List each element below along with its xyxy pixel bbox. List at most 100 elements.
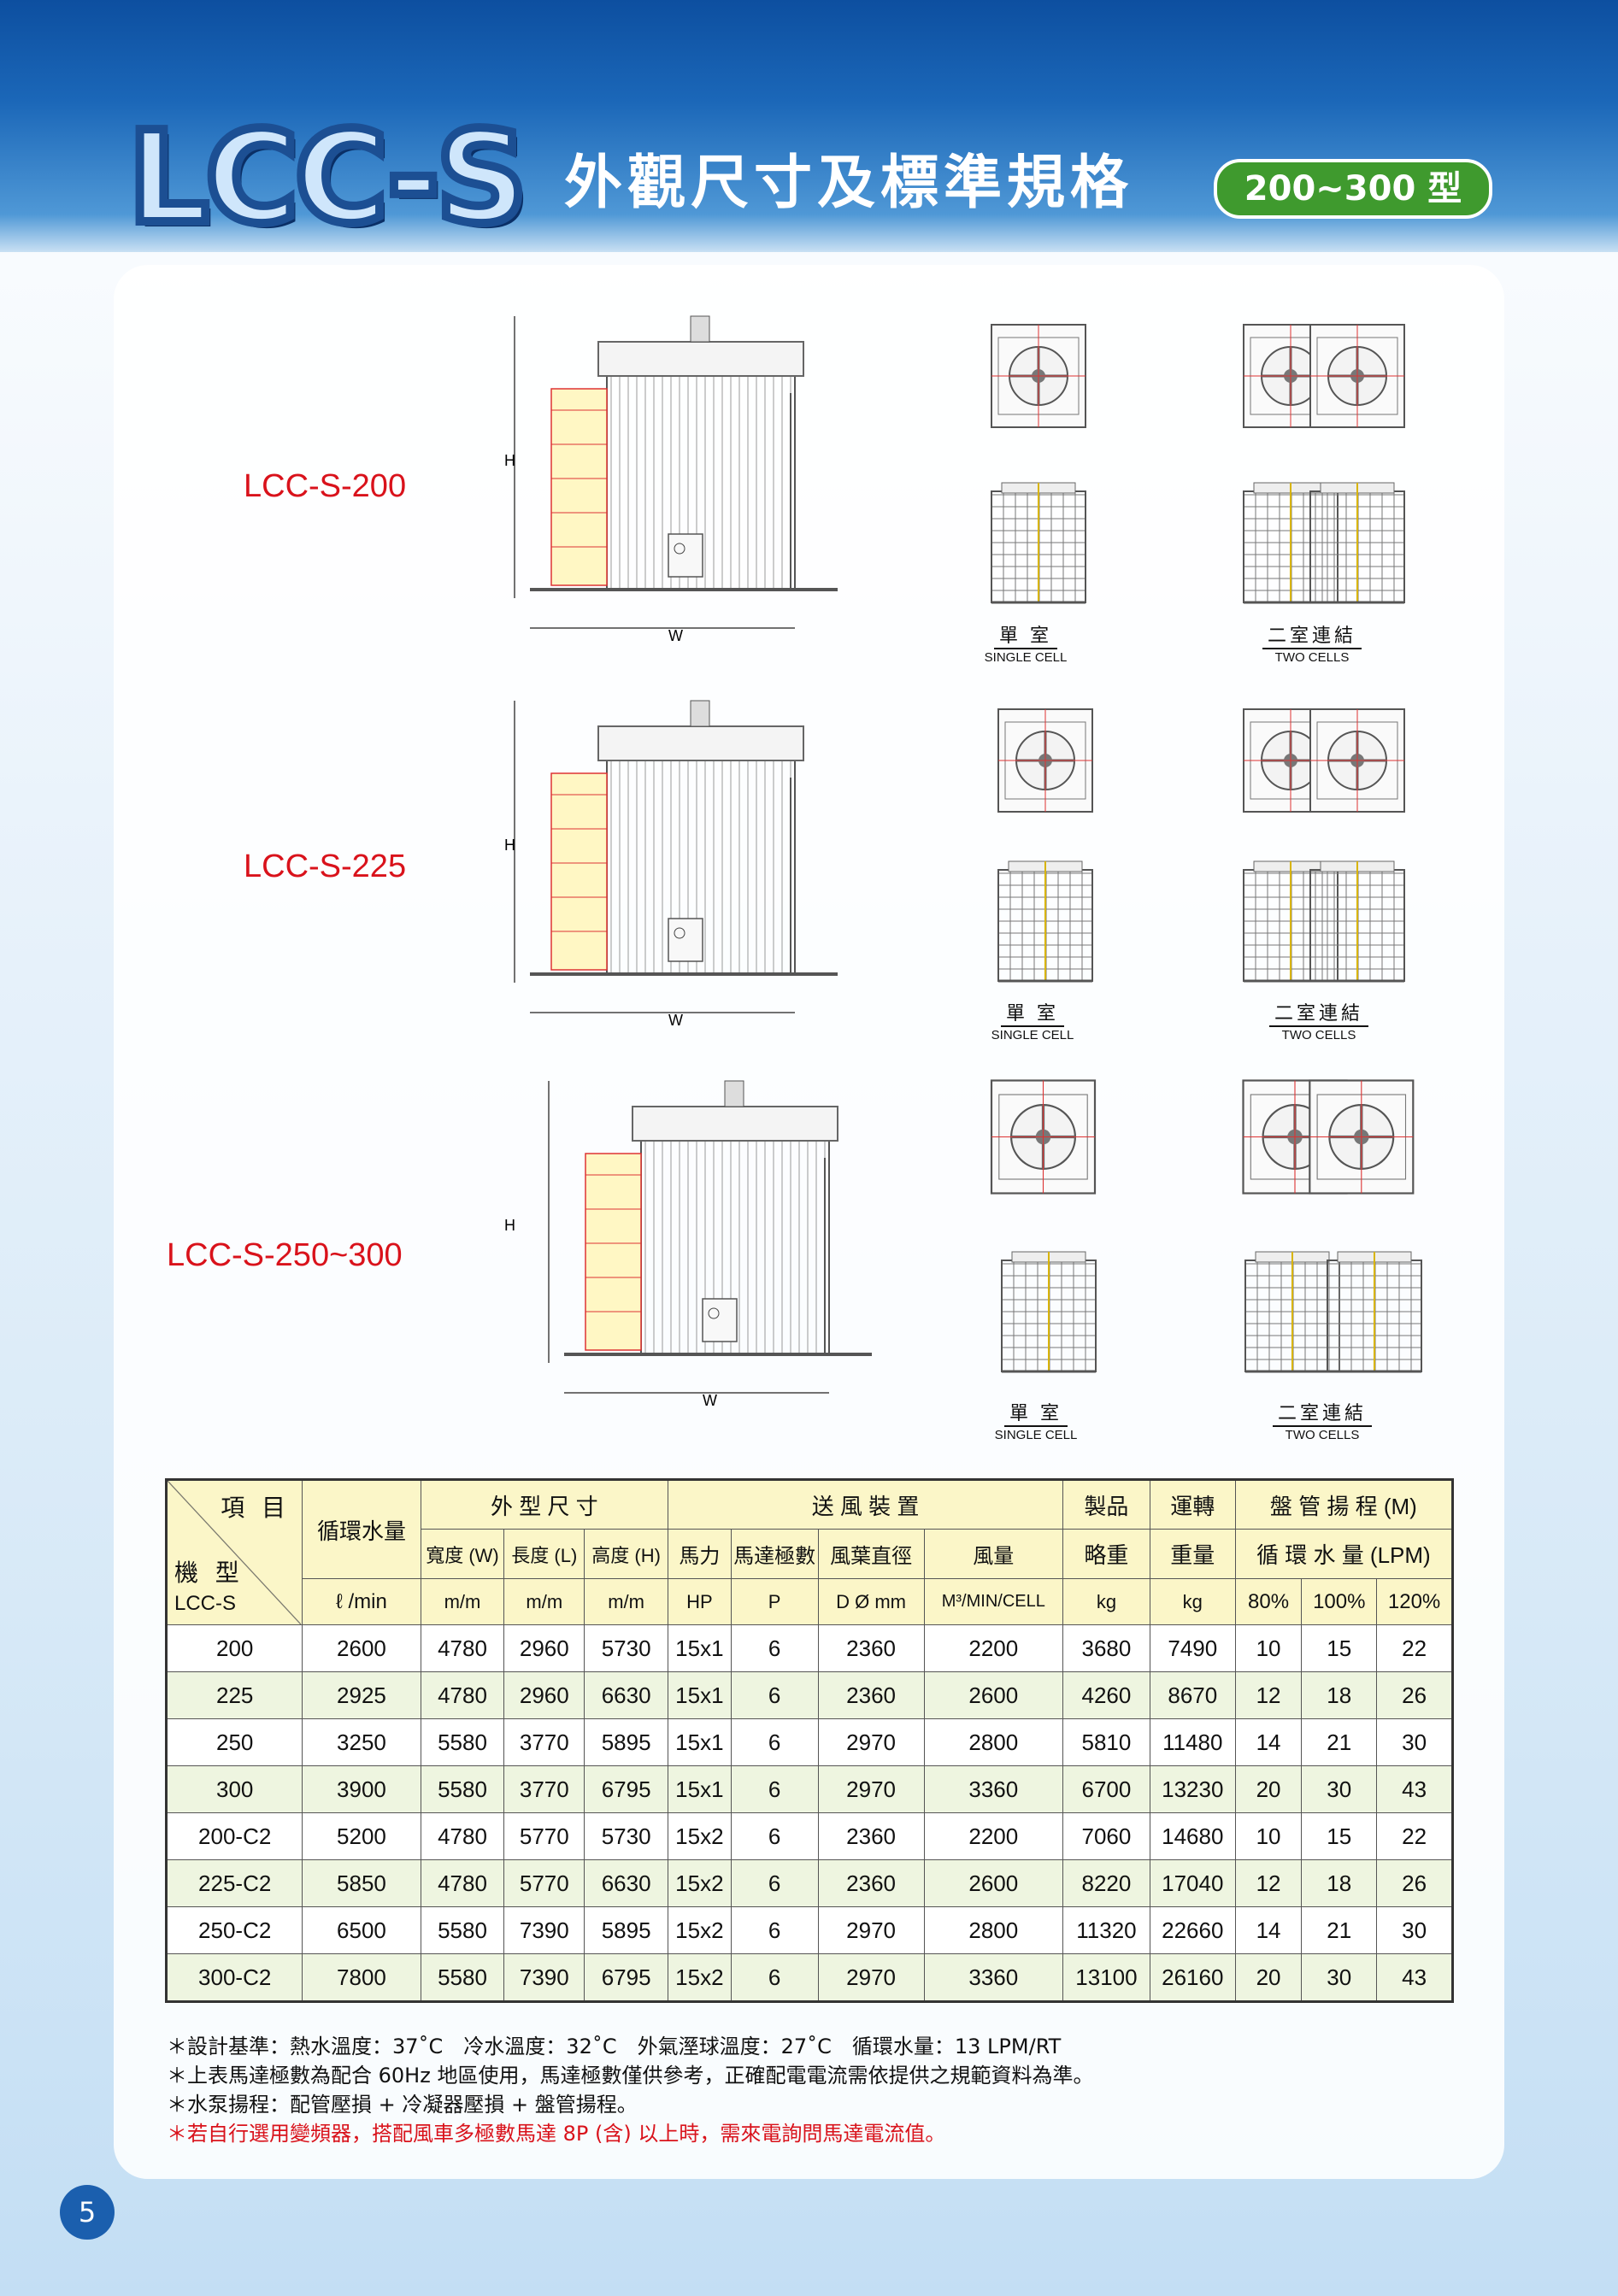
caption-single-cell-2: 單 室 SINGLE CELL bbox=[991, 1002, 1074, 1042]
table-cell: 4780 bbox=[420, 1624, 505, 1672]
table-cell: 8220 bbox=[1062, 1859, 1150, 1907]
table-cell: 300-C2 bbox=[165, 1953, 303, 2002]
table-cell: 200 bbox=[165, 1624, 303, 1672]
table-cell: 6 bbox=[730, 1718, 819, 1766]
table-cell: 6500 bbox=[302, 1906, 421, 1954]
caption-single-cell-1: 單 室 SINGLE CELL bbox=[984, 625, 1068, 665]
table-cell: 6700 bbox=[1062, 1765, 1150, 1813]
header-flow: 循環水量 bbox=[302, 1478, 421, 1580]
table-cell: 20 bbox=[1234, 1953, 1303, 2002]
brand-logo: LCC-S bbox=[124, 104, 532, 251]
table-cell: 6 bbox=[730, 1859, 819, 1907]
table-cell: 300 bbox=[165, 1765, 303, 1813]
table-cell: 5580 bbox=[420, 1765, 505, 1813]
table-cell: 2360 bbox=[817, 1671, 925, 1719]
table-cell: 3250 bbox=[302, 1718, 421, 1766]
table-cell: 200-C2 bbox=[165, 1812, 303, 1860]
table-cell: 30 bbox=[1376, 1718, 1453, 1766]
model-label-200: LCC-S-200 bbox=[244, 468, 407, 504]
table-cell: 3770 bbox=[503, 1718, 585, 1766]
dim-w-1: W bbox=[668, 627, 683, 644]
dim-w-3: W bbox=[703, 1392, 717, 1409]
table-cell: 10 bbox=[1234, 1812, 1303, 1860]
table-cell: 5810 bbox=[1062, 1718, 1150, 1766]
table-cell: 2970 bbox=[817, 1765, 925, 1813]
header-pole: 馬達極數 bbox=[730, 1529, 819, 1580]
table-cell: 6 bbox=[730, 1953, 819, 2002]
model-label-225: LCC-S-225 bbox=[244, 849, 407, 884]
table-cell: 2925 bbox=[302, 1671, 421, 1719]
header-width: 寬度 (W) bbox=[420, 1529, 505, 1580]
table-cell: 2600 bbox=[302, 1624, 421, 1672]
table-cell: 21 bbox=[1301, 1906, 1378, 1954]
unit-air: M³/MIN/CELL bbox=[923, 1578, 1064, 1625]
table-cell: 6 bbox=[730, 1906, 819, 1954]
table-cell: 6 bbox=[730, 1812, 819, 1860]
table-cell: 15x2 bbox=[668, 1906, 732, 1954]
unit-120: 120% bbox=[1376, 1578, 1453, 1625]
table-cell: 11320 bbox=[1062, 1906, 1150, 1954]
note-3: ＊水泵揚程：配管壓損 + 冷凝器壓損 + 盤管揚程。 bbox=[167, 2093, 638, 2117]
table-cell: 6630 bbox=[584, 1671, 669, 1719]
table-cell: 6 bbox=[730, 1624, 819, 1672]
table-cell: 2600 bbox=[923, 1671, 1064, 1719]
table-cell: 6630 bbox=[584, 1859, 669, 1907]
table-cell: 5895 bbox=[584, 1906, 669, 1954]
type-badge: 200~300 型 bbox=[1214, 159, 1492, 219]
unit-80: 80% bbox=[1234, 1578, 1303, 1625]
table-cell: 13100 bbox=[1062, 1953, 1150, 2002]
note-2: ＊上表馬達極數為配合 60Hz 地區使用，馬達極數僅供參考，正確配電電流需依提供… bbox=[167, 2064, 1094, 2088]
table-cell: 2800 bbox=[923, 1906, 1064, 1954]
table-cell: 225 bbox=[165, 1671, 303, 1719]
table-cell: 2960 bbox=[503, 1671, 585, 1719]
table-cell: 22 bbox=[1376, 1624, 1453, 1672]
caption-two-cells-1: 二室連結 TWO CELLS bbox=[1256, 624, 1368, 666]
unit-pole: P bbox=[730, 1578, 819, 1625]
table-cell: 5730 bbox=[584, 1624, 669, 1672]
table-cell: 15x1 bbox=[668, 1718, 732, 1766]
unit-width: m/m bbox=[420, 1578, 505, 1625]
caption-two-cells-3: 二室連結 TWO CELLS bbox=[1267, 1401, 1378, 1444]
table-cell: 2970 bbox=[817, 1906, 925, 1954]
unit-height: m/m bbox=[584, 1578, 669, 1625]
page-number: 5 bbox=[60, 2185, 115, 2240]
table-cell: 15x2 bbox=[668, 1812, 732, 1860]
header-op-weight: 運轉 bbox=[1149, 1478, 1236, 1530]
table-cell: 12 bbox=[1234, 1671, 1303, 1719]
header-weight: 製品 bbox=[1062, 1478, 1150, 1530]
header-air: 風量 bbox=[923, 1529, 1064, 1580]
table-cell: 3770 bbox=[503, 1765, 585, 1813]
table-cell: 5895 bbox=[584, 1718, 669, 1766]
table-cell: 17040 bbox=[1149, 1859, 1236, 1907]
table-cell: 26 bbox=[1376, 1859, 1453, 1907]
header-coil-flow: 循 環 水 量 (LPM) bbox=[1234, 1529, 1454, 1580]
table-cell: 14 bbox=[1234, 1906, 1303, 1954]
table-cell: 4780 bbox=[420, 1812, 505, 1860]
table-cell: 21 bbox=[1301, 1718, 1378, 1766]
table-cell: 2360 bbox=[817, 1859, 925, 1907]
table-cell: 2360 bbox=[817, 1812, 925, 1860]
header-height: 高度 (H) bbox=[584, 1529, 669, 1580]
table-cell: 26160 bbox=[1149, 1953, 1236, 2002]
unit-op-weight: kg bbox=[1149, 1578, 1236, 1625]
table-cell: 7390 bbox=[503, 1906, 585, 1954]
note-4: ＊若自行選用變頻器，搭配風車多極數馬達 8P (含) 以上時，需來電詢問馬達電流… bbox=[167, 2122, 946, 2146]
table-cell: 30 bbox=[1376, 1906, 1453, 1954]
table-cell: 6795 bbox=[584, 1765, 669, 1813]
header-hp: 馬力 bbox=[668, 1529, 732, 1580]
table-cell: 22 bbox=[1376, 1812, 1453, 1860]
table-cell: 43 bbox=[1376, 1765, 1453, 1813]
header-fan: 送 風 裝 置 bbox=[668, 1478, 1063, 1530]
header-blade: 風葉直徑 bbox=[817, 1529, 925, 1580]
page-title: 外觀尺寸及標準規格 bbox=[564, 150, 1134, 217]
dim-h-3: H bbox=[504, 1217, 515, 1234]
header-length: 長度 (L) bbox=[503, 1529, 585, 1580]
table-cell: 2800 bbox=[923, 1718, 1064, 1766]
table-cell: 15 bbox=[1301, 1812, 1378, 1860]
caption-two-cells-2: 二室連結 TWO CELLS bbox=[1263, 1001, 1374, 1044]
table-cell: 4780 bbox=[420, 1859, 505, 1907]
